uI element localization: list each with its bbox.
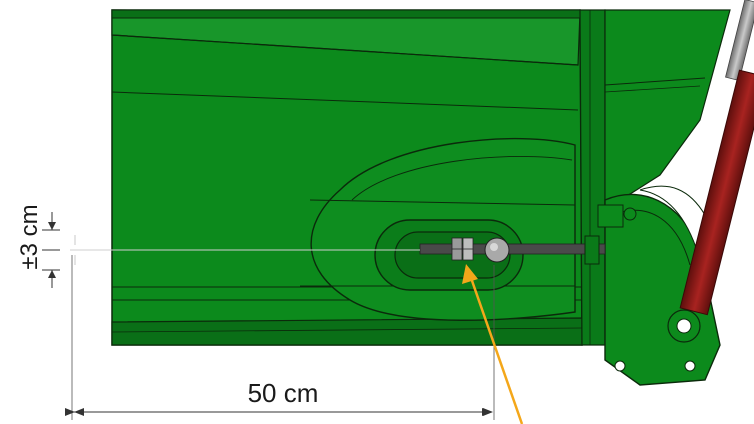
pivot-pin-icon <box>484 237 510 263</box>
horizontal-dimension-label: 50 cm <box>248 378 319 408</box>
vertical-post <box>579 9 606 346</box>
seam-line <box>111 91 579 111</box>
cylinder-barrel <box>679 69 754 316</box>
seam-line <box>111 34 579 66</box>
hydraulic-cylinder <box>614 0 754 372</box>
frame-body <box>111 9 731 386</box>
arrow-icon <box>462 264 524 424</box>
vertical-dimension-label: ±3 cm <box>16 204 43 269</box>
adjuster-assembly <box>419 204 637 265</box>
slot-plate <box>300 137 576 321</box>
right-upper-panel <box>604 9 731 212</box>
top-flange <box>111 9 581 19</box>
cylinder-rod <box>725 0 754 81</box>
clevis <box>584 235 600 265</box>
dimensions: 50 cm ±3 cm <box>16 204 495 420</box>
threaded-rod <box>419 243 606 255</box>
